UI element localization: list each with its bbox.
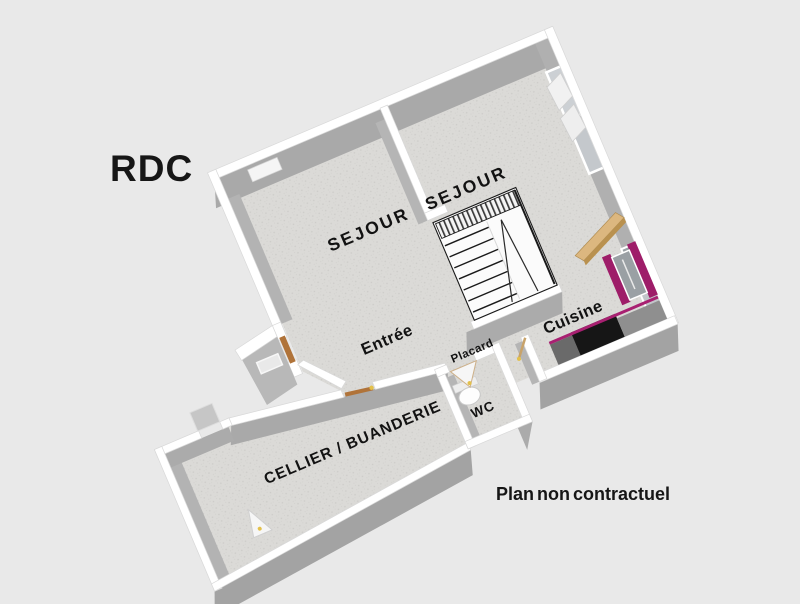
door-leaf <box>247 508 274 539</box>
building: SEJOUR SEJOUR Entrée Placard Cuisine CEL… <box>153 25 679 604</box>
back-door-stoop <box>189 402 221 432</box>
door-knob <box>516 356 521 361</box>
stair-south-wall-face <box>466 291 563 354</box>
stair-landing-edge <box>486 221 521 300</box>
kitchen-counter <box>616 300 668 337</box>
canopy-cap <box>234 325 278 361</box>
winder-line <box>500 219 539 292</box>
door-knob <box>467 381 472 386</box>
door-knob <box>369 385 374 390</box>
stair-rail <box>513 189 556 285</box>
door-knob <box>257 526 262 531</box>
cellier-north-wall-face <box>162 426 235 469</box>
kitchen-cabinet <box>601 253 631 306</box>
fridge-handle <box>621 259 636 290</box>
window-sill <box>247 156 283 183</box>
kitchen-cabinet <box>626 241 658 298</box>
floor-title: RDC <box>110 148 194 189</box>
hall-cuisine-wall-cap <box>520 333 548 383</box>
cellier-north-wall-cap <box>219 417 233 430</box>
wall-caps <box>153 25 679 592</box>
winder-line <box>500 219 513 303</box>
cellier-west-wall-cap <box>153 445 223 592</box>
door-leaf <box>279 335 296 364</box>
divider-wall-face <box>375 119 428 225</box>
doors <box>247 335 527 539</box>
cuisine-south-wall-face <box>539 323 679 410</box>
bench-top <box>574 212 625 262</box>
kitchen <box>548 241 668 365</box>
disclaimer-text: Plan non contractuel <box>496 484 671 504</box>
cellier-south-wall-face <box>214 449 473 604</box>
porch-diag-wall-cap <box>297 359 347 390</box>
door-leaf <box>517 337 527 361</box>
divider-return-cap <box>424 204 449 221</box>
bench-side <box>583 217 627 266</box>
angled-wall-face <box>230 370 448 446</box>
porch-canopy <box>234 325 298 405</box>
cellier-south-wall-cap <box>211 442 472 592</box>
wc-south-wall-cap <box>464 413 534 450</box>
west-wall-face <box>227 194 293 325</box>
door-leaf <box>344 386 374 397</box>
staircase <box>432 186 558 321</box>
stair-treads <box>444 226 518 313</box>
toilet-bowl <box>458 386 481 406</box>
canopy-opening <box>255 352 284 375</box>
kitchen-counter <box>549 335 581 365</box>
bench <box>574 212 627 266</box>
kitchen-accent-line <box>548 295 659 345</box>
door-leaf <box>449 359 478 389</box>
cellier-west-wall-face <box>166 452 232 585</box>
kitchen-stove <box>570 313 625 356</box>
